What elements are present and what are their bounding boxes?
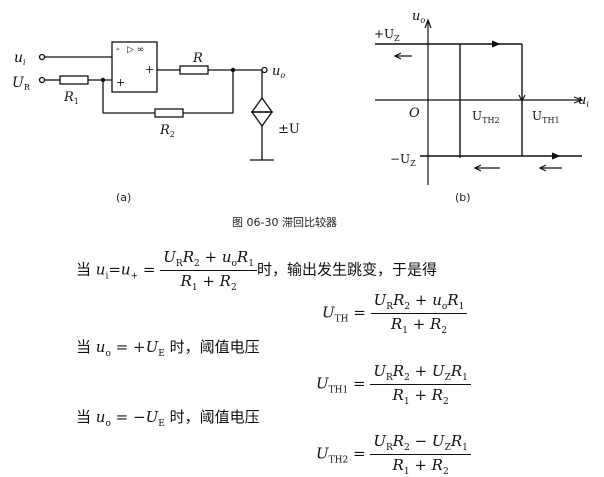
line-3: 当 uo = −UE 时，阈值电压	[76, 408, 260, 429]
svg-text:−UZ: −UZ	[390, 152, 416, 168]
pos-level-sub: Z	[394, 34, 400, 43]
panel-a-label: (a)	[116, 191, 132, 204]
ui-sub: i	[23, 58, 26, 67]
uth2-label: U	[472, 109, 482, 123]
svg-text:R1: R1	[63, 90, 79, 106]
opamp-plus: +	[116, 76, 125, 89]
zener-label: ±U	[278, 122, 300, 137]
uth2-sub: TH2	[482, 116, 499, 125]
y-axis-sub: o	[420, 16, 425, 25]
x-axis-sub: i	[586, 100, 589, 109]
line2-prefix: 当	[76, 338, 96, 356]
r-label: R	[192, 51, 203, 66]
svg-text:R2: R2	[159, 123, 175, 139]
svg-text:uo: uo	[272, 64, 285, 80]
r1-label: R	[63, 90, 74, 105]
uo-label: u	[272, 64, 280, 79]
r1-sub: 1	[74, 97, 79, 106]
uo-sub: o	[280, 71, 285, 80]
svg-text:UR: UR	[12, 75, 31, 92]
svg-text:+UZ: +UZ	[374, 27, 400, 43]
svg-text:UTH1: UTH1	[532, 109, 560, 125]
svg-text:ui: ui	[578, 93, 589, 109]
opamp-minus: -	[116, 42, 120, 55]
opamp-out-plus: +	[145, 63, 154, 76]
neg-level-sub: Z	[410, 159, 416, 168]
hysteresis-graph: uo ui O +UZ −UZ UTH2 UTH1	[374, 9, 589, 185]
y-axis-label: u	[412, 9, 420, 24]
line2-suffix: 时，阈值电压	[164, 338, 260, 356]
figure-caption: 图 06-30 滞回比较器	[232, 216, 337, 229]
line1-prefix: 当	[76, 260, 96, 279]
ur-sub: R	[24, 83, 31, 92]
opamp-symbol: ▷ ∞	[127, 45, 144, 55]
neg-level-label: −U	[390, 152, 410, 166]
line1-suffix: 时，输出发生跳变，于是得	[256, 260, 437, 279]
r2-sub: 2	[170, 130, 175, 139]
line3-prefix: 当	[76, 408, 96, 426]
svg-text:uo: uo	[412, 9, 425, 25]
line3-suffix: 时，阈值电压	[164, 408, 260, 426]
circuit-diagram: ui UR R1 R2 R uo ±UZ - + + ▷ ∞	[12, 41, 300, 161]
uth1-sub: TH1	[542, 116, 559, 125]
ur-label: U	[12, 75, 25, 91]
svg-text:ui: ui	[14, 50, 26, 67]
x-axis-label: u	[578, 93, 586, 108]
ui-label: u	[14, 50, 23, 66]
line-2: 当 uo = +UE 时，阈值电压	[76, 338, 260, 359]
pos-level-label: +U	[374, 27, 394, 41]
panel-b-label: (b)	[455, 191, 471, 204]
r2-label: R	[159, 123, 170, 138]
svg-text:±UZ: ±UZ	[278, 122, 300, 138]
origin-label: O	[409, 106, 420, 121]
uth1-label: U	[532, 109, 542, 123]
svg-text:UTH2: UTH2	[472, 109, 500, 125]
